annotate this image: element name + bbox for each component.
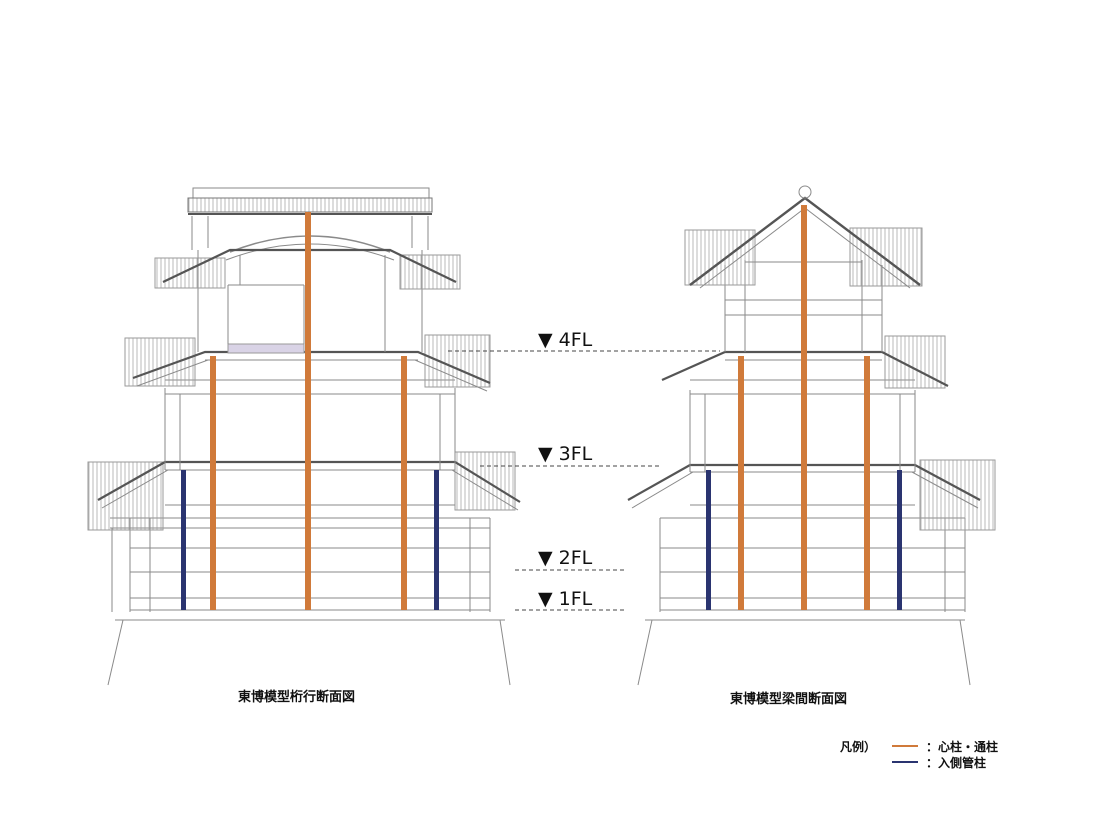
left-roof-2 <box>132 350 491 385</box>
left-side-pillar-b <box>434 470 439 610</box>
legend-row-side: ：入側管柱 <box>840 754 998 770</box>
level-label-4fl: ▼ 4FL <box>538 329 593 351</box>
legend-swatch-side <box>892 761 918 763</box>
right-section-caption: 東博模型梁間断面図 <box>730 692 848 707</box>
left-section-caption: 東博模型桁行断面図 <box>238 690 356 705</box>
legend-label-main: ：心柱・通柱 <box>926 739 999 754</box>
right-through-pillar-b <box>864 356 870 610</box>
right-side-pillar-a <box>706 470 711 610</box>
right-core-pillar <box>801 205 807 610</box>
left-section-drawing <box>87 187 521 686</box>
legend-row-main: 凡例） ：心柱・通柱 <box>840 738 998 754</box>
left-side-pillar-a <box>181 470 186 610</box>
left-through-pillar-b <box>401 356 407 610</box>
level-label-3fl: ▼ 3FL <box>538 443 593 465</box>
left-base <box>107 619 511 686</box>
level-label-2fl: ▼ 2FL <box>538 547 593 569</box>
right-through-pillar-a <box>738 356 744 610</box>
right-side-pillar-b <box>897 470 902 610</box>
legend: 凡例） ：心柱・通柱 ：入側管柱 <box>840 738 998 770</box>
left-pillars <box>181 212 439 610</box>
right-section-drawing <box>627 185 996 686</box>
level-lines <box>448 350 720 611</box>
legend-swatch-main <box>892 745 918 747</box>
left-through-pillar-a <box>210 356 216 610</box>
right-base <box>637 619 971 686</box>
right-pillars <box>706 205 902 610</box>
level-labels: ▼ 4FL ▼ 3FL ▼ 2FL ▼ 1FL <box>538 329 593 610</box>
legend-label-side: ：入側管柱 <box>926 755 987 770</box>
level-label-1fl: ▼ 1FL <box>538 588 593 610</box>
left-core-pillar <box>305 212 311 610</box>
legend-title: 凡例） <box>840 739 877 754</box>
